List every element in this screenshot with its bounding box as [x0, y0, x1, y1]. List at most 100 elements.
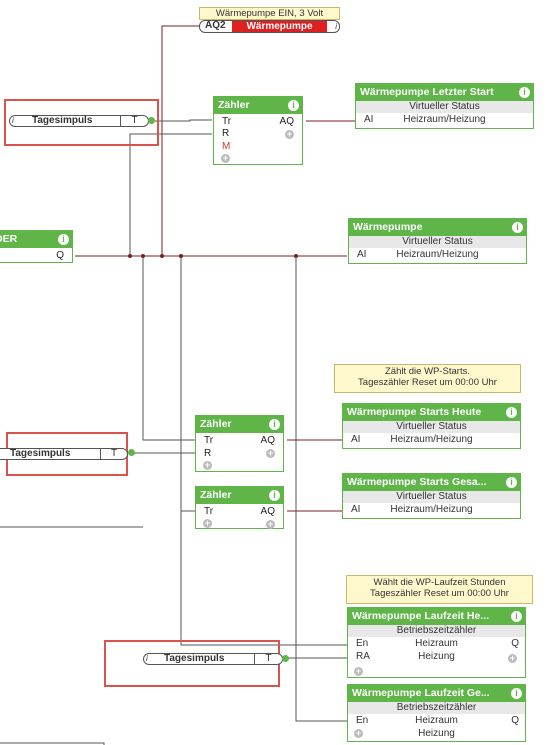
- zaehler-block-1[interactable]: Zähler i Tr AQ R M + +: [213, 96, 303, 165]
- output-title: Wärmepumpe EIN, 3 Volt: [199, 7, 340, 20]
- block-title: DER: [0, 233, 18, 245]
- pin-tr: Tr: [204, 506, 214, 517]
- tagesimpuls-pin: T: [120, 116, 148, 126]
- info-icon[interactable]: i: [269, 419, 280, 430]
- location-label: Heizraum/Heizung: [396, 249, 479, 260]
- note-line-2: Tageszähler Reset um 00:00 Uhr: [370, 588, 509, 599]
- block-subtitle: Virtueller Status: [343, 421, 520, 433]
- wire-tages1-r: [155, 119, 212, 122]
- add-output-icon[interactable]: +: [266, 519, 275, 529]
- block-subtitle: Virtueller Status: [356, 101, 533, 113]
- wire-bottom-frame: [0, 742, 105, 745]
- output-pin-row: AQ2 Wärmepumpe i: [199, 20, 340, 33]
- tagesimpuls-block-3[interactable]: i Tagesimpuls T: [143, 653, 283, 665]
- block-title: Wärmepumpe Laufzeit Ge...: [352, 687, 490, 699]
- output-port[interactable]: [148, 117, 155, 124]
- info-icon[interactable]: i: [511, 611, 522, 622]
- add-output-icon[interactable]: +: [285, 129, 294, 139]
- tagesimpuls-pin: T: [100, 449, 127, 459]
- heizraum-label: Heizraum: [415, 715, 458, 726]
- wire-tr-zaehler1: [129, 133, 212, 256]
- wire-en-laufzeit2: [295, 256, 347, 722]
- info-icon[interactable]: i: [58, 234, 69, 245]
- info-icon[interactable]: i: [506, 477, 517, 488]
- output-port[interactable]: [282, 655, 289, 662]
- block-subtitle: Betriebszeitzähler: [348, 625, 525, 637]
- output-aq2-block[interactable]: Wärmepumpe EIN, 3 Volt AQ2 Wärmepumpe i: [199, 7, 340, 33]
- info-icon[interactable]: i: [288, 100, 299, 111]
- pin-ai: AI: [357, 249, 367, 260]
- add-input-icon[interactable]: +: [354, 728, 363, 738]
- add-input-icon[interactable]: +: [221, 153, 230, 163]
- pin-q: Q: [56, 250, 64, 261]
- add-output-icon[interactable]: +: [266, 448, 275, 458]
- block-title: Wärmepumpe: [353, 221, 423, 233]
- pin-q: Q: [511, 638, 519, 649]
- wire-tr-zaehler2: [142, 256, 195, 441]
- status-block-starts-gesamt[interactable]: Wärmepumpe Starts Gesa...i Virtueller St…: [342, 473, 521, 519]
- pin-m: M: [222, 141, 231, 152]
- info-icon[interactable]: i: [511, 688, 522, 699]
- block-title: Wärmepumpe Laufzeit He...: [352, 610, 490, 622]
- info-icon[interactable]: i: [506, 407, 517, 418]
- location-label: Heizraum/Heizung: [403, 114, 486, 125]
- note-line-1: Zählt die WP-Starts.: [385, 366, 470, 377]
- tagesimpuls-label: Tagesimpuls: [32, 115, 93, 126]
- note-wp-laufzeit: Wählt die WP-Laufzeit Stunden Tageszähle…: [346, 575, 533, 604]
- info-icon: i: [12, 116, 14, 125]
- info-icon[interactable]: i: [269, 490, 280, 501]
- block-subtitle: Betriebszeitzähler: [348, 702, 525, 714]
- pin-en: En: [356, 638, 369, 649]
- info-icon[interactable]: i: [519, 87, 530, 98]
- pin-r: R: [204, 448, 212, 459]
- laufzeit-block-gesamt[interactable]: Wärmepumpe Laufzeit Ge... i Betriebszeitz…: [347, 684, 526, 742]
- location-label: Heizraum/Heizung: [390, 434, 473, 445]
- pin-q: Q: [511, 715, 519, 726]
- pin-en: En: [356, 715, 369, 726]
- note-line-1: Wählt die WP-Laufzeit Stunden: [373, 577, 506, 588]
- pin-ra: RA: [356, 651, 370, 662]
- add-input-icon[interactable]: +: [203, 460, 212, 470]
- add-output-icon[interactable]: +: [508, 653, 517, 663]
- wire-tr-zaehler3: [180, 256, 195, 512]
- pin-aq: AQ: [260, 435, 275, 446]
- status-block-starts-heute[interactable]: Wärmepumpe Starts Heute i Virtueller Stat…: [342, 403, 521, 449]
- pin-ai: AI: [351, 504, 361, 515]
- pin-aq: AQ: [260, 506, 275, 517]
- note-line-2: Tageszähler Reset um 00:00 Uhr: [358, 377, 497, 388]
- info-icon[interactable]: i: [512, 222, 523, 233]
- block-title: Wärmepumpe Letzter Start: [360, 86, 494, 98]
- location-label: Heizraum/Heizung: [390, 504, 473, 515]
- tagesimpuls-block-1[interactable]: i Tagesimpuls T: [9, 115, 149, 127]
- laufzeit-block-heute[interactable]: Wärmepumpe Laufzeit He... i Betriebszeitz…: [347, 607, 526, 678]
- add-input-icon[interactable]: +: [354, 666, 363, 676]
- source-block-der[interactable]: DER i Q: [0, 230, 73, 263]
- tagesimpuls-pin: T: [254, 654, 282, 664]
- tagesimpuls-label: Tagesimpuls: [164, 653, 225, 664]
- pin-aq: AQ: [279, 116, 294, 127]
- heizraum-label: Heizraum: [415, 638, 458, 649]
- tagesimpuls-label: Tagesimpuls: [10, 448, 71, 459]
- zaehler-block-2[interactable]: Zähler i Tr AQ R + +: [195, 415, 284, 472]
- heizung-label: Heizung: [418, 651, 455, 662]
- status-block-letzter-start[interactable]: Wärmepumpe Letzter Start i Virtueller Sta…: [355, 83, 534, 129]
- add-input-icon[interactable]: +: [203, 518, 212, 528]
- wire-en-laufzeit1: [180, 511, 347, 646]
- info-icon: i: [146, 654, 148, 663]
- block-title: Wärmepumpe Starts Heute: [347, 406, 482, 418]
- tagesimpuls-block-2[interactable]: Tagesimpuls T: [0, 448, 128, 460]
- info-icon: i: [335, 22, 337, 31]
- pin-tr: Tr: [222, 116, 232, 127]
- block-title: Wärmepumpe Starts Gesa...: [347, 476, 487, 488]
- pin-r: R: [222, 128, 230, 139]
- output-pin-label: AQ2: [205, 20, 226, 31]
- note-wp-starts: Zählt die WP-Starts. Tageszähler Reset u…: [334, 364, 521, 393]
- zaehler-title: Zähler: [200, 418, 232, 430]
- output-label: Wärmepumpe: [232, 21, 327, 32]
- pin-tr: Tr: [204, 435, 214, 446]
- zaehler-title: Zähler: [218, 99, 250, 111]
- output-port[interactable]: [128, 449, 135, 456]
